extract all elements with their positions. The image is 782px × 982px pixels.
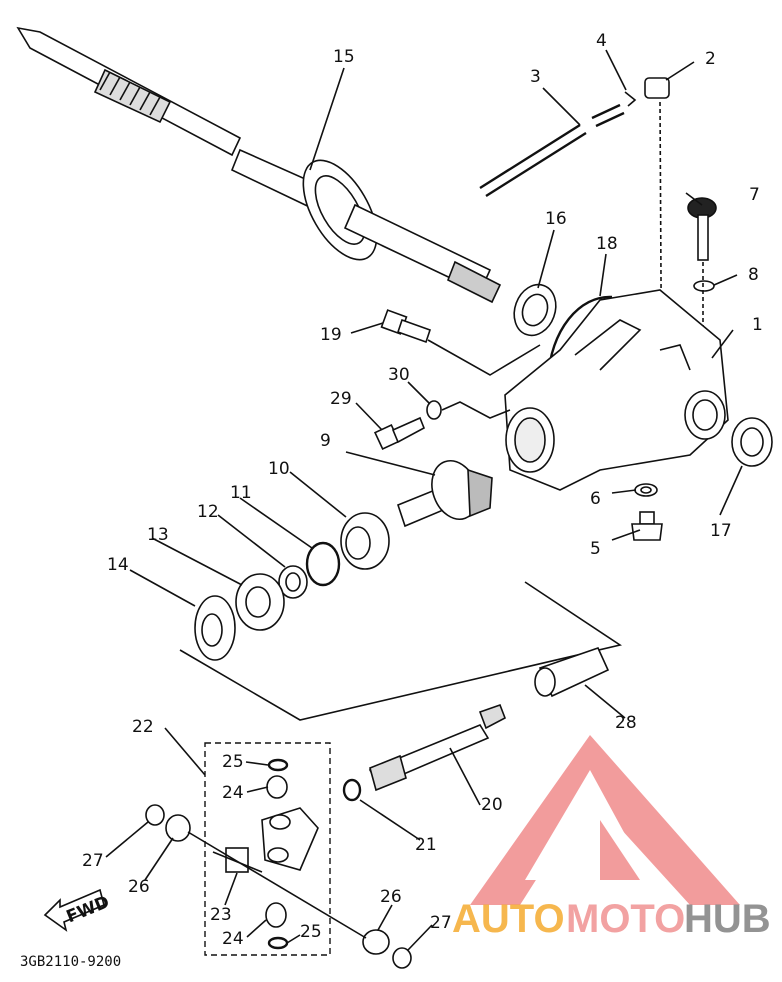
- callout-9: 9: [320, 431, 331, 451]
- callout-16: 16: [545, 209, 567, 229]
- washer-part-27-right: [392, 947, 412, 969]
- automotohub-logo-mark: [470, 735, 740, 905]
- brand-text-moto: MOTO: [566, 897, 685, 941]
- oil-seal-part-17: [731, 417, 773, 467]
- washer-part-27-left: [145, 804, 165, 826]
- callout-23: 23: [210, 905, 232, 925]
- callout-17: 17: [710, 521, 732, 541]
- circlip-part-21: [342, 778, 362, 802]
- bearing-part-13: [235, 573, 285, 631]
- callout-27a: 27: [82, 851, 104, 871]
- forward-direction-arrow-icon: [43, 888, 105, 932]
- leader-lines: [105, 49, 743, 951]
- bearing-cup-part-24-bottom: [265, 902, 287, 928]
- o-ring-part-8: [693, 280, 715, 292]
- callout-24b: 24: [222, 929, 244, 949]
- callout-10: 10: [268, 459, 290, 479]
- coupling-sleeve-part-28: [534, 647, 610, 698]
- o-ring-part-11: [305, 541, 341, 587]
- callout-24a: 24: [222, 783, 244, 803]
- callout-3: 3: [530, 67, 541, 87]
- universal-joint-group-box: [204, 742, 331, 956]
- callout-22: 22: [132, 717, 154, 737]
- bolt-part-19: [380, 309, 541, 376]
- shaft-part-15: [16, 26, 502, 304]
- callout-28: 28: [615, 713, 637, 733]
- callout-14: 14: [107, 555, 129, 575]
- callout-25b: 25: [300, 922, 322, 942]
- assembly-axis-line: [187, 831, 367, 939]
- callout-30: 30: [388, 365, 410, 385]
- drawing-code: 3GB2110-9200: [20, 954, 121, 970]
- brand-text-hub: HUB: [684, 897, 771, 941]
- yoke-part-22: [261, 807, 319, 871]
- callout-5: 5: [590, 539, 601, 559]
- brand-text-auto: AUTO: [452, 897, 565, 941]
- clip-part-25-bottom: [267, 936, 289, 950]
- callout-26a: 26: [128, 877, 150, 897]
- callout-8: 8: [748, 265, 759, 285]
- bearing-part-10: [340, 512, 390, 570]
- callout-21: 21: [415, 835, 437, 855]
- callout-2: 2: [705, 49, 716, 69]
- callout-29: 29: [330, 389, 352, 409]
- callout-13: 13: [147, 525, 169, 545]
- callout-18: 18: [596, 234, 618, 254]
- callout-19: 19: [320, 325, 342, 345]
- hose-part-3: [479, 103, 625, 198]
- washer-part-6: [634, 483, 658, 497]
- automotohub-watermark: AUTO MOTO HUB: [452, 897, 771, 941]
- washer-part-30: [426, 400, 511, 420]
- drain-bolt-part-5: [631, 511, 663, 541]
- callout-15: 15: [333, 47, 355, 67]
- bushing-part-26-right: [362, 929, 390, 955]
- callout-labels: 1 2 3 4 5 6 7 8 9 10 11 12 13 14 15 16 1…: [82, 31, 763, 949]
- callout-6: 6: [590, 489, 601, 509]
- callout-4: 4: [596, 31, 607, 51]
- callout-11: 11: [230, 483, 252, 503]
- callout-20: 20: [481, 795, 503, 815]
- oil-seal-part-16: [513, 283, 557, 337]
- pinion-gear-part-9: [397, 460, 493, 528]
- clip-part-25-top: [267, 758, 289, 772]
- bolt-part-29: [373, 416, 426, 451]
- drive-shaft-part-20: [368, 703, 507, 792]
- callout-7: 7: [749, 185, 760, 205]
- callout-27b: 27: [430, 913, 452, 933]
- callout-26b: 26: [380, 887, 402, 907]
- bearing-cup-part-24-top: [266, 775, 288, 799]
- callout-12: 12: [197, 502, 219, 522]
- clip-part-4: [624, 91, 637, 107]
- bearing-cover-part-14: [194, 595, 236, 661]
- gear-case-part-1: [504, 289, 729, 491]
- bushing-part-26-left: [165, 814, 191, 842]
- callout-25a: 25: [222, 752, 244, 772]
- callout-1: 1: [752, 315, 763, 335]
- bearing-part-12: [278, 565, 308, 599]
- assembly-outline: [179, 581, 622, 721]
